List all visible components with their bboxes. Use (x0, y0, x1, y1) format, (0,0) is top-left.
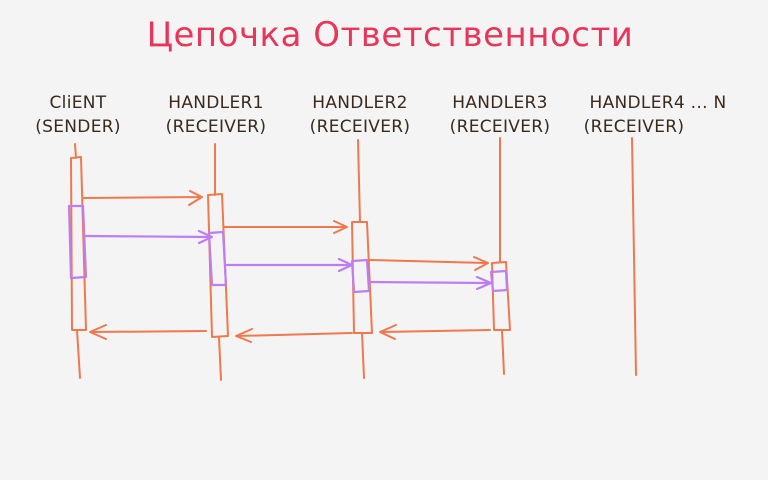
participant-name: HANDLER3 (452, 93, 547, 113)
request-arrow-1 (83, 190, 203, 206)
participant-role: (RECEIVER) (310, 117, 411, 137)
participant-role: (SENDER) (35, 117, 121, 137)
return-arrow-1 (89, 324, 207, 340)
purple-activation-client (67, 204, 88, 280)
purple-arrow-3 (368, 275, 493, 291)
lifeline-handler2 (357, 139, 365, 379)
participant-name: HANDLER1 (168, 93, 263, 113)
page-title: Цепочка Ответственности (147, 15, 634, 55)
participant-handler4: HANDLER4 ... N (RECEIVER) (584, 93, 727, 137)
purple-activation-handler1 (207, 230, 228, 287)
request-arrow-3 (369, 256, 489, 271)
participant-name: HANDLER2 (312, 93, 407, 113)
participant-client: CliENT (SENDER) (35, 93, 121, 137)
lifeline-handler4 (631, 137, 637, 376)
lifeline-handler3 (499, 137, 505, 375)
participant-name: HANDLER4 ... N (590, 93, 727, 113)
participant-handler2: HANDLER2 (RECEIVER) (310, 93, 411, 137)
request-arrow-2 (223, 220, 348, 234)
participant-role: (RECEIVER) (450, 117, 551, 137)
participant-handler1: HANDLER1 (RECEIVER) (166, 93, 267, 137)
activation-handler3 (491, 261, 511, 331)
participant-role: (RECEIVER) (584, 117, 685, 137)
purple-arrow-2 (225, 257, 354, 273)
participant-handler3: HANDLER3 (RECEIVER) (450, 93, 551, 137)
activation-handler2 (351, 221, 373, 334)
purple-arrow-1 (84, 229, 214, 245)
return-arrow-2 (235, 328, 353, 343)
purple-activation-handler2 (350, 258, 371, 294)
purple-activation-handler3 (489, 269, 509, 293)
participant-role: (RECEIVER) (166, 117, 267, 137)
activation-handler1 (207, 193, 229, 338)
participant-name: CliENT (50, 93, 107, 113)
lifeline-handler1 (214, 143, 222, 381)
lifeline-client (74, 143, 81, 379)
return-arrow-3 (379, 324, 491, 340)
